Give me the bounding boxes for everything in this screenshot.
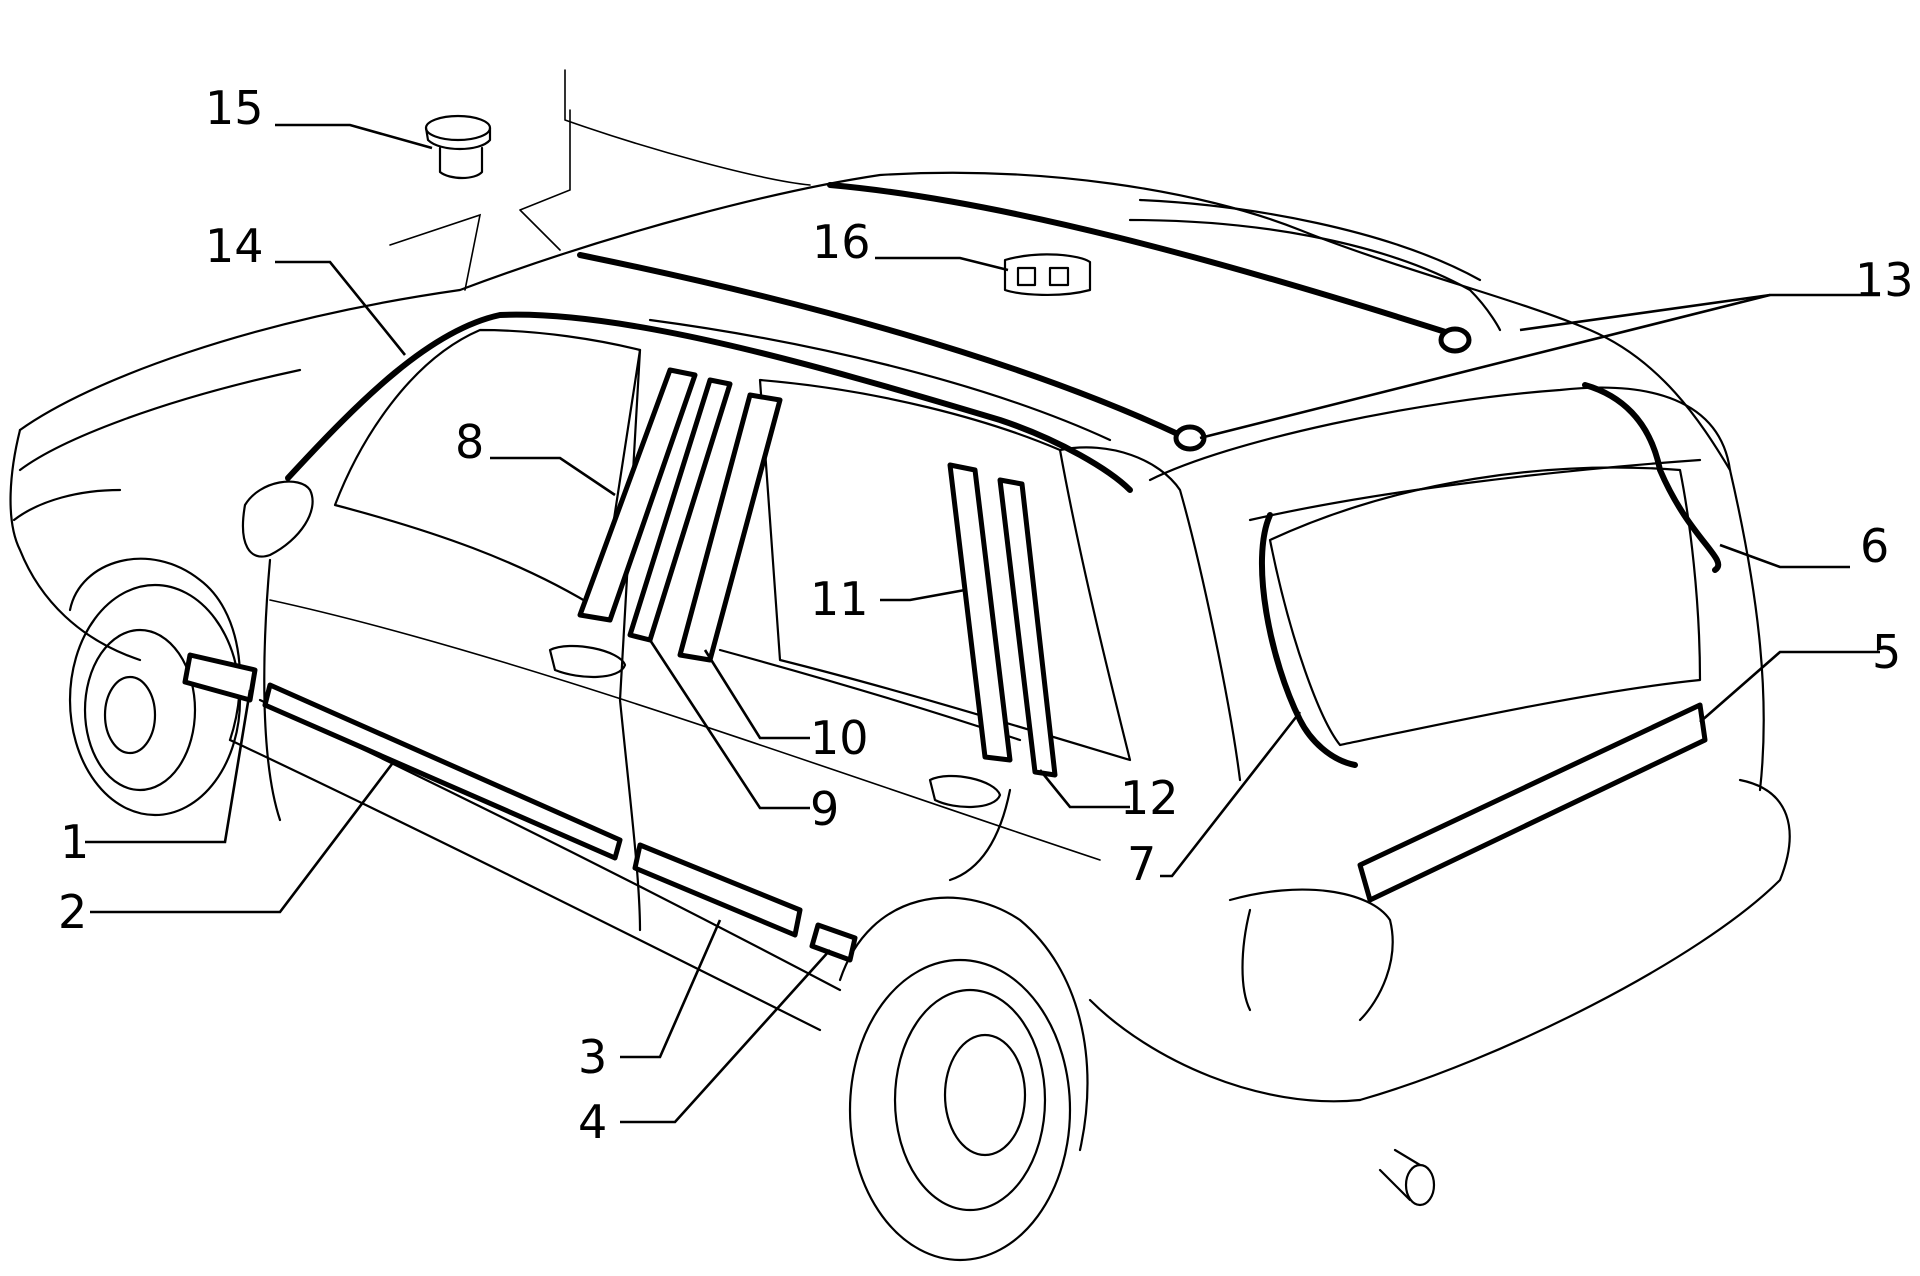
part-6-rear-window-seal-right [1582,382,1722,573]
leader-9 [648,639,810,810]
callout-6: 6 [1860,519,1889,573]
part-1-fender-molding [182,652,258,703]
leader-6 [1719,543,1850,569]
car-body [9,69,1791,1262]
leader-11 [880,588,966,602]
leader-7 [1160,711,1302,878]
leader-15 [275,123,433,150]
leader-8 [490,456,616,497]
leader-2 [90,759,397,914]
part-13-end-cap-front [1173,424,1207,452]
leader-5 [1699,650,1880,723]
leader-13b [1199,293,1771,440]
leader-12 [1038,769,1130,809]
callout-9: 9 [810,782,839,836]
part-13-end-cap-rear [1438,326,1472,354]
callout-labels: 1 2 3 4 5 6 7 8 9 10 11 12 13 14 15 16 [58,81,1914,1149]
callout-15: 15 [205,81,264,135]
parts [182,114,1722,963]
callout-4: 4 [578,1095,607,1149]
part-8-pillar-cover [577,367,698,623]
part-12-c-pillar-trim [997,477,1058,778]
part-7-rear-window-seal-left [1258,512,1358,768]
leader-lines [85,123,1880,1124]
leader-10 [703,649,810,740]
leader-1 [85,689,252,844]
callout-8: 8 [455,415,484,469]
part-3-rear-door-molding [632,842,803,938]
callout-13: 13 [1855,253,1914,307]
part-13-roof-molding-rear [827,182,1458,338]
callout-1: 1 [60,815,89,869]
leader-4 [620,949,831,1124]
leader-14 [275,260,407,356]
part-13-roof-molding-front [577,252,1183,438]
part-16-bracket [1003,253,1092,296]
callout-3: 3 [578,1030,607,1084]
part-4-quarter-molding [809,922,858,963]
callout-2: 2 [58,885,87,939]
callout-14: 14 [205,219,264,273]
callout-10: 10 [810,711,869,765]
leader-3 [620,919,722,1059]
callout-7: 7 [1127,837,1156,891]
callout-16: 16 [812,215,871,269]
leader-16 [875,256,1009,272]
callout-12: 12 [1120,771,1179,825]
part-2-front-door-molding [262,682,623,861]
part-15-clip [424,114,492,180]
callout-5: 5 [1872,625,1901,679]
part-11-c-pillar-cover [947,462,1013,763]
callout-11: 11 [810,572,869,626]
part-14-drip-molding [285,311,1133,493]
part-5-tailgate-molding [1357,702,1708,903]
